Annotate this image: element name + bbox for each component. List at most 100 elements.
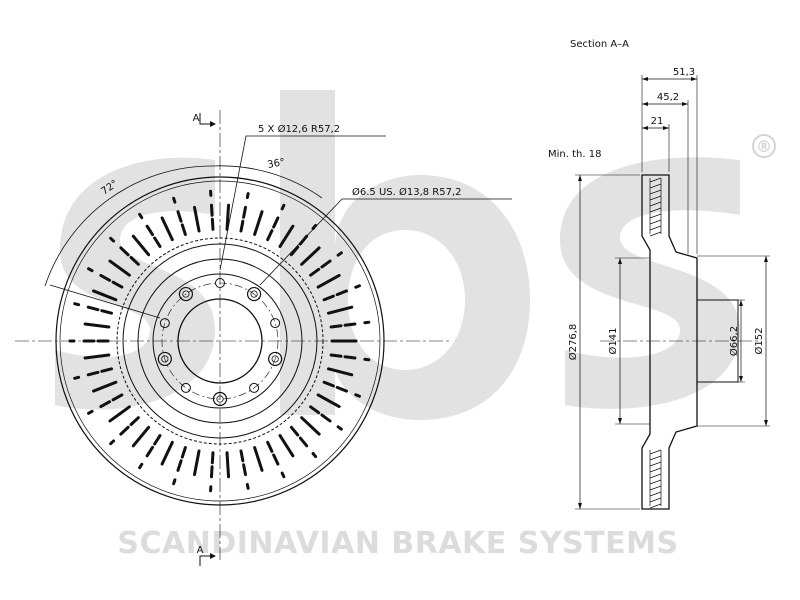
hatch-line [649,201,662,207]
cooling-vane [109,416,140,446]
locating-hole [159,318,170,329]
cooling-vane [253,196,268,236]
cooling-vane [300,236,331,266]
cooling-vane [309,251,343,277]
bolt-hole [178,286,194,302]
cooling-vane [87,267,124,289]
hatch-line [649,497,662,503]
cooling-vane [190,192,201,233]
hatch-line [649,491,662,497]
angle-36-label: 36° [267,157,286,171]
bolt-hole-inner [182,290,190,298]
cooling-vane [87,393,124,415]
hatch-line [649,207,662,213]
hatch-line [649,503,662,509]
dim-diameter-141: Ø141 [607,328,619,355]
disc-section-profile [641,174,698,510]
cooling-vane [154,203,174,242]
hatch-line [649,485,662,491]
angle-arc-72 [44,165,213,287]
svg-text:A: A [197,545,204,556]
cooling-vane [239,192,250,233]
dim-arrows [578,77,768,509]
cooling-vane [172,446,187,486]
cooling-vane [329,353,371,362]
cooling-vane [225,451,231,493]
cooling-vane [329,320,371,329]
disc-front-view [15,110,450,560]
dim-width-total: 51,3 [673,67,695,78]
hatch-line [649,461,662,467]
hole-label-leader [259,198,512,286]
angle-arc-36 [211,165,323,199]
cooling-vane [326,302,367,315]
cooling-vane [190,449,201,490]
section-marker-bottom: A [197,545,216,566]
dim-width-mid: 45,2 [657,92,679,103]
svg-text:A: A [193,113,200,124]
dim-width-thickness: 21 [651,116,664,127]
cooling-vane [316,267,353,289]
bolt-hole [157,351,172,367]
cooling-vane [138,434,162,470]
cooling-vanes [68,189,372,493]
bolt-holes-label: 5 X Ø12,6 R57,2 [258,123,340,135]
cooling-vane [326,367,367,380]
bolt-hole-inner [250,290,258,298]
bolt-hole-inner [271,355,279,363]
dim-diameter-outer: Ø276,8 [567,324,579,361]
bolt-hole [246,286,262,302]
cooling-vane [300,416,331,446]
cooling-vane [109,236,140,266]
cooling-vane [239,449,250,490]
cooling-vane [278,212,302,248]
dim-diameter-center: Ø66,2 [728,326,740,356]
cooling-vane [73,367,114,380]
hatch-line [649,231,662,237]
hatch-line [649,479,662,485]
sbs-logo-icon [55,90,740,420]
cooling-vane [73,302,114,315]
bolt-label-leader [219,135,386,271]
hatch-line [649,189,662,195]
hatch-line [649,183,662,189]
min-thickness-label: Min. th. 18 [548,149,601,160]
hatch-line [649,467,662,473]
hatch-line [649,473,662,479]
registered-mark-circle [752,134,776,158]
angle-extension-line [49,284,161,319]
cooling-vane [253,446,268,486]
cooling-vane [97,251,131,277]
hatch-line [649,449,662,455]
hatch-line [649,219,662,225]
hole-diameter-label: Ø6.5 US. Ø13,8 R57,2 [352,186,462,198]
cooling-vane [122,223,151,257]
cooling-vane [322,284,361,302]
dim-diameter-152: Ø152 [753,328,765,355]
locating-hole [270,318,281,329]
cooling-vane [69,320,111,329]
cooling-vane [316,393,353,415]
bolt-hole-inner [161,355,169,363]
cooling-vane [278,434,302,470]
locating-hole [249,382,260,393]
cooling-vane [266,203,286,242]
cooling-vane [289,425,318,459]
leader-lines [44,135,512,319]
cooling-vane [289,223,318,257]
cooling-vane [209,451,215,493]
cooling-vane [154,440,174,479]
hatch-line [649,195,662,201]
vane-hatching [649,177,662,509]
locating-hole [180,382,191,393]
cooling-vane [266,440,286,479]
hatch-line [649,213,662,219]
section-title: Section A–A [570,39,629,50]
cooling-vane [309,405,343,431]
cooling-vane [122,425,151,459]
cooling-vane [172,196,187,236]
hatch-line [649,455,662,461]
bolt-hole [268,351,283,367]
cooling-vane [209,189,215,231]
